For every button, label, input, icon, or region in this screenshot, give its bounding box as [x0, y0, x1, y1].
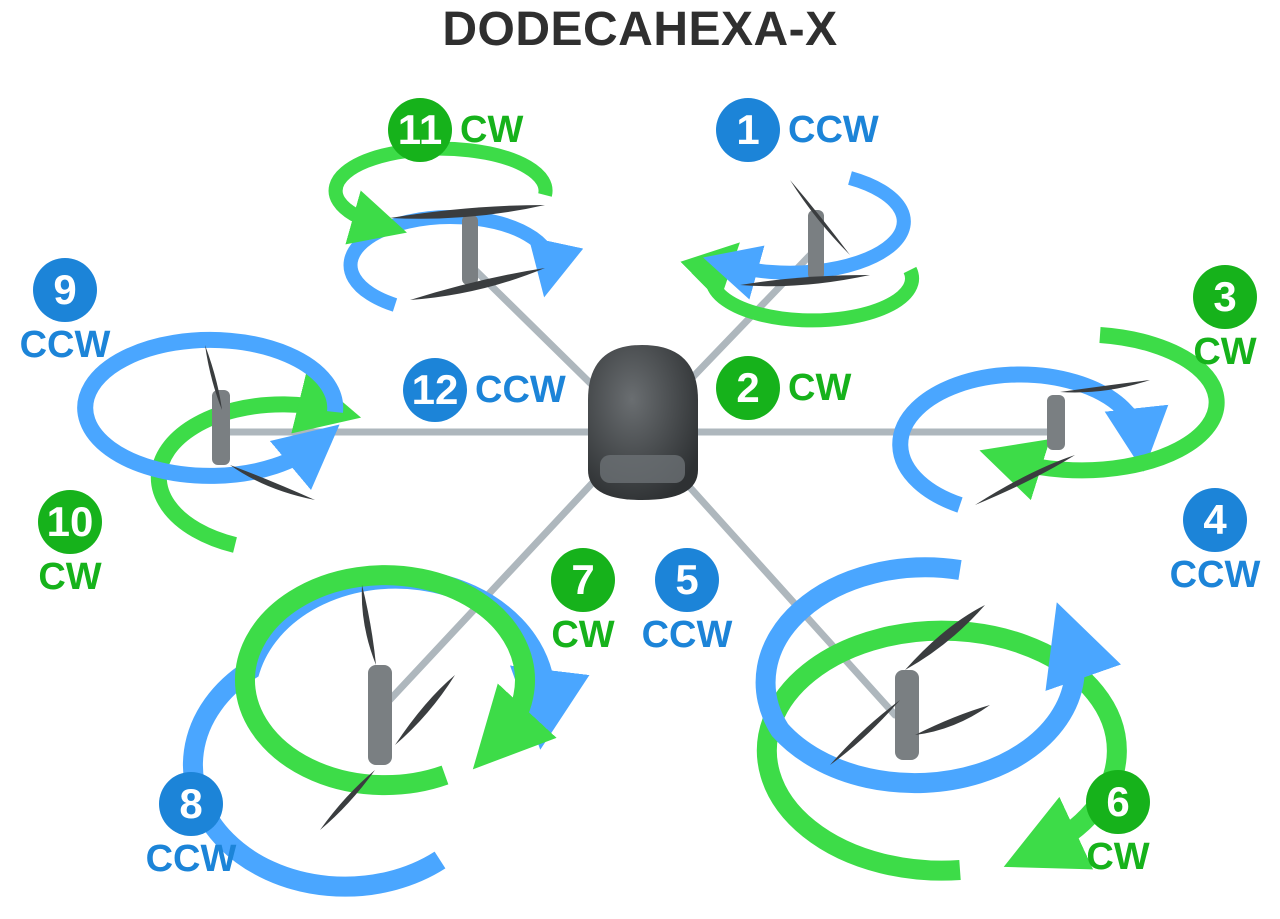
rotation-arrow-cw-7 — [235, 565, 557, 796]
propeller-icon — [320, 770, 375, 830]
rotor-pair-1-2 — [680, 171, 919, 328]
motor-number-badge: 6 — [1086, 770, 1150, 834]
central-hub — [588, 345, 698, 500]
motor-11-12 — [462, 215, 478, 285]
rotation-direction: CW — [551, 614, 615, 656]
motor-7-8 — [368, 665, 392, 765]
propeller-icon — [390, 205, 545, 219]
propeller-icon — [915, 705, 990, 735]
rotor-pair-9-10 — [77, 331, 362, 553]
rotor-pair-5-6 — [755, 557, 1127, 881]
propeller-icon — [1060, 380, 1150, 393]
rotor-pair-3-4 — [892, 327, 1225, 513]
rotation-direction: CW — [38, 556, 102, 598]
rotation-direction: CW — [460, 108, 524, 151]
rotation-arrow-ccw-5 — [755, 557, 1121, 794]
rotor-pair-7-8 — [182, 565, 590, 897]
propeller-icon — [740, 275, 870, 287]
propeller-icon — [361, 585, 376, 665]
rotation-arrow-ccw-12 — [343, 210, 584, 312]
motor-number-badge: 5 — [655, 548, 719, 612]
rotation-arrow-ccw-9 — [77, 331, 344, 491]
propeller-icon — [905, 605, 985, 670]
motor-1-2 — [808, 210, 824, 280]
rotor-pair-11-12 — [328, 141, 584, 312]
propeller-icon — [410, 268, 545, 300]
motor-9-10 — [212, 390, 230, 465]
propeller-icon — [830, 700, 900, 765]
motor-number-badge: 10 — [38, 490, 102, 554]
propeller-icon — [975, 455, 1075, 505]
rotation-direction: CCW — [19, 324, 111, 366]
rotation-direction: CCW — [475, 368, 566, 411]
motor-5-6 — [895, 670, 919, 760]
motor-number-badge: 3 — [1193, 265, 1257, 329]
motor-number-badge: 12 — [403, 358, 467, 422]
motor-number-badge: 9 — [33, 258, 97, 322]
rotation-arrow-cw-3 — [979, 327, 1225, 501]
motor-number-badge: 4 — [1183, 488, 1247, 552]
rotation-direction: CCW — [1169, 554, 1261, 596]
rotation-direction: CCW — [641, 614, 733, 656]
motor-number-badge: 8 — [159, 772, 223, 836]
motor-number-badge: 7 — [551, 548, 615, 612]
motor-number-badge: 11 — [388, 98, 452, 162]
propeller-icon — [395, 675, 455, 745]
motor-number-badge: 1 — [716, 98, 780, 162]
rotation-arrow-ccw-1 — [703, 171, 911, 300]
propeller-icon — [790, 180, 850, 255]
rotation-arrow-ccw-4 — [892, 366, 1169, 513]
rotation-direction: CCW — [788, 108, 879, 151]
motor-number-badge: 2 — [716, 356, 780, 420]
propeller-icon — [205, 345, 222, 410]
rotation-arrow-cw-10 — [150, 371, 362, 553]
rotation-arrow-cw-6 — [756, 620, 1127, 881]
rotation-direction: CW — [788, 366, 852, 409]
rotation-direction: CW — [1193, 331, 1257, 373]
rotation-direction: CCW — [145, 838, 237, 880]
diagram-title: DODECAHEXA-X — [442, 3, 838, 56]
propeller-icon — [230, 465, 315, 500]
rotation-direction: CW — [1086, 836, 1150, 878]
motor-3-4 — [1047, 395, 1065, 450]
